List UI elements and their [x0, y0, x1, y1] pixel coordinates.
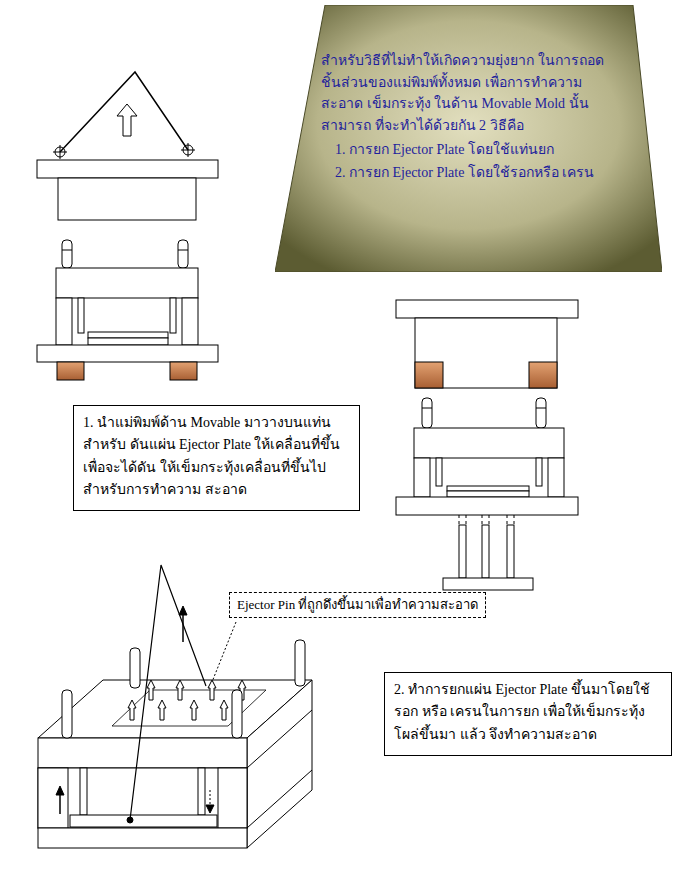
mold-3d: [198, 768, 205, 815]
stand-and-pins: [466, 515, 467, 525]
mold-3d: [208, 680, 216, 700]
step-text: 2. ทำการยกแผ่น Ejector Plate ขึ้นมาโดยใช…: [394, 679, 662, 746]
mold-on-stand: [56, 298, 72, 345]
stand-and-pins: [396, 300, 578, 318]
mold-3d: [190, 700, 198, 720]
mold-3d: [179, 606, 187, 615]
mold-3d: [130, 648, 140, 688]
mold-on-stand: [170, 362, 197, 380]
mold-on-stand: [78, 298, 84, 333]
mold-on-stand: [56, 268, 198, 298]
mold-3d: [295, 640, 305, 686]
mold-on-stand: [62, 240, 72, 268]
callout-box: Ejector Pin ที่ถูกดึงขึ้นมาเพื่อทำความสะ…: [229, 592, 486, 618]
mold-3d: [59, 794, 61, 814]
leader-line: [212, 622, 236, 682]
stand-and-pins: [507, 515, 508, 525]
stand-and-pins: [529, 362, 557, 388]
stand-and-pins: [414, 458, 430, 497]
mold-3d: [182, 614, 184, 642]
mold-3d: [232, 690, 242, 738]
mold-3d: [147, 680, 155, 700]
mold-3d: [218, 768, 247, 828]
leader-line: [212, 622, 236, 682]
stand-and-pins: [415, 318, 557, 388]
step-box: 2. ทำการยกแผ่น Ejector Plate ขึ้นมาโดยใช…: [384, 672, 672, 756]
panel-shape: [275, 5, 662, 272]
stand-and-pins: [443, 578, 533, 590]
mold-on-stand: [88, 338, 168, 345]
mold-on-stand: [37, 240, 218, 380]
panel-text: สำหรับวิธีที่ไม่ทำให้เกิดความยุ่งยาก ในก…: [321, 50, 612, 137]
lifted-plate: [60, 72, 188, 152]
mold-3d: [220, 700, 228, 720]
mold-on-stand: [182, 298, 198, 345]
lifted-plate: [60, 145, 61, 159]
lifted-plate: [37, 160, 218, 178]
stand-and-pins: [459, 515, 514, 525]
stand-and-pins: [536, 408, 546, 409]
stand-and-pins: [482, 525, 489, 578]
mold-3d: [62, 690, 72, 738]
mold-3d: [80, 768, 87, 815]
mold-on-stand: [88, 332, 168, 338]
mold-3d: [176, 680, 184, 700]
mold-on-stand: [178, 250, 188, 251]
callout-text: Ejector Pin ที่ถูกดึงขึ้นมาเพื่อทำความสะ…: [237, 596, 478, 614]
stand-and-pins: [489, 515, 490, 525]
stand-and-pins: [422, 398, 432, 428]
mold-3d: [158, 700, 166, 720]
stand-and-pins: [536, 398, 546, 428]
mold-3d: [247, 680, 312, 848]
stand-and-pins: [447, 486, 529, 491]
stand-and-pins: [507, 525, 514, 578]
step-box: 1. นำแม่พิมพ์ด้าน Movable มาวางบนแท่นสำห…: [73, 405, 360, 511]
mold-on-stand: [170, 298, 176, 333]
stand-and-pins: [447, 491, 529, 497]
mold-3d: [38, 738, 247, 768]
mold-3d: [206, 805, 214, 813]
panel-text: 2. การยก Ejector Plate โดยใช้รอกหรือ เคร…: [321, 162, 612, 184]
panel-text: 1. การยก Ejector Plate โดยใช้แท่นยก: [321, 139, 612, 161]
stand-and-pins: [436, 458, 442, 486]
stand-and-pins: [548, 458, 564, 497]
lifted-plate: [117, 104, 137, 136]
stand-and-pins: [459, 515, 460, 525]
mold-3d: [38, 768, 247, 828]
mold-3d: [70, 815, 217, 827]
mold-on-stand: [62, 250, 72, 251]
stand-and-pins: [396, 497, 578, 515]
mold-on-stand: [57, 362, 84, 380]
stand-and-pins: [459, 525, 466, 578]
mold-3d: [247, 770, 312, 828]
info-panel: สำหรับวิธีที่ไม่ทำให้เกิดความยุ่งยาก ในก…: [275, 5, 662, 272]
lifted-plate: [188, 143, 189, 157]
mold-on-stand: [37, 345, 218, 362]
lifted-plate: [58, 178, 196, 220]
mold-on-stand: [178, 240, 188, 268]
stand-and-pins: [415, 362, 443, 388]
mold-3d: [56, 786, 64, 795]
lifted-plate: [37, 72, 218, 220]
stand-and-pins: [482, 515, 483, 525]
mold-3d: [128, 700, 136, 720]
stand-and-pins: [396, 300, 578, 590]
panel-shape: [275, 5, 662, 272]
mold-3d: [130, 565, 206, 820]
stand-and-pins: [536, 458, 542, 486]
mold-3d: [247, 710, 312, 768]
mold-3d: [38, 828, 247, 848]
mold-3d: [210, 790, 211, 807]
mold-3d: [127, 817, 133, 823]
mold-3d: [38, 768, 68, 828]
stand-and-pins: [414, 428, 564, 458]
stand-and-pins: [422, 408, 432, 409]
stand-and-pins: [514, 515, 515, 525]
step-text: 1. นำแม่พิมพ์ด้าน Movable มาวางบนแท่นสำห…: [83, 412, 350, 502]
